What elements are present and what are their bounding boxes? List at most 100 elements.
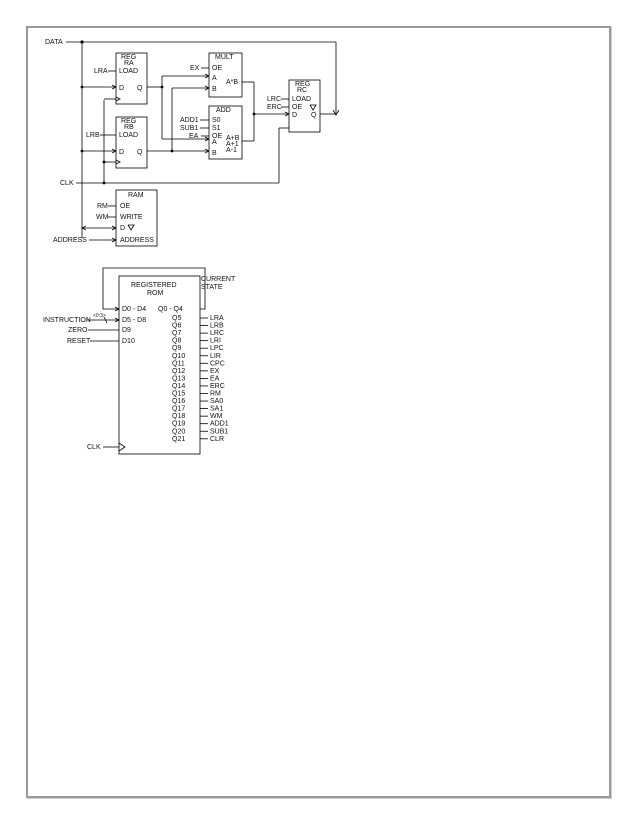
- add-out-3: A-1: [226, 147, 237, 154]
- reg-ra-q: Q: [137, 85, 143, 92]
- rom-output-pin: Q10: [172, 353, 185, 360]
- page-border: [26, 26, 611, 798]
- reset-label: RESET: [67, 338, 91, 345]
- ram-ctrl-write-label: WM: [96, 214, 109, 221]
- mult-box: [208, 52, 243, 98]
- rom-output-pin: Q20: [172, 428, 185, 435]
- rom-output-pin: Q17: [172, 406, 185, 413]
- current-state-label-2: STATE: [201, 284, 223, 291]
- rom-output-pin: Q16: [172, 398, 185, 405]
- reg-rc-oe: OE: [292, 104, 302, 111]
- ram-box: [115, 189, 158, 247]
- reg-rc-box: [288, 79, 321, 133]
- rom-output-pin: Q12: [172, 368, 185, 375]
- ram-title: RAM: [128, 192, 144, 199]
- ram-ctrl-oe-label: RM: [97, 203, 108, 210]
- rom-output-signal: EX: [210, 368, 220, 375]
- rom-output-pin: Q5: [172, 315, 181, 322]
- mult-a: A: [212, 75, 217, 82]
- rom-state-outputs: Q0 - Q4: [158, 306, 183, 313]
- rom-clk-label: CLK: [87, 444, 101, 451]
- add-title: ADD: [216, 107, 231, 114]
- current-state-label-1: CURRENT: [201, 276, 236, 283]
- reg-rb-box: [115, 116, 148, 169]
- rom-output-pin: Q11: [172, 360, 185, 367]
- rom-title-1: REGISTERED: [131, 282, 177, 289]
- reg-rb-q: Q: [137, 149, 143, 156]
- rom-output-signal: LRC: [210, 330, 224, 337]
- rom-output-signal: EA: [210, 375, 220, 382]
- rom-output-pin: Q9: [172, 345, 181, 352]
- mult-b: B: [212, 86, 217, 93]
- reg-rb-name: RB: [124, 124, 134, 131]
- address-label: ADDRESS: [53, 237, 87, 244]
- reg-ra-d: D: [119, 85, 124, 92]
- rom-title-2: ROM: [147, 290, 164, 297]
- ram-oe: OE: [120, 203, 130, 210]
- upper-datapath: DATA REG RA LOAD D Q LRA REG RB LOAD D Q…: [45, 39, 340, 247]
- reg-ra-load: LOAD: [119, 68, 138, 75]
- rom-output-pin: Q15: [172, 391, 185, 398]
- reg-ra-ctrl-label: LRA: [94, 68, 108, 75]
- add-s1: S1: [212, 125, 221, 132]
- rom-output-signal: ADD1: [210, 421, 229, 428]
- ram-address: ADDRESS: [120, 237, 154, 244]
- reg-rc-name: RC: [297, 87, 307, 94]
- mult-ctrl-label: EX: [190, 65, 200, 72]
- rom-output-signal: WM: [210, 413, 223, 420]
- rom-input-d0-d4: D0 - D4: [122, 306, 146, 313]
- reg-rb-ctrl-label: LRB: [86, 132, 100, 139]
- zero-label: ZERO: [68, 327, 88, 334]
- reg-rc-ctrl-oe-label: ERC: [267, 104, 282, 111]
- add-a: A: [212, 139, 217, 146]
- add-ctrl-s0-label: ADD1: [180, 117, 199, 124]
- reg-rb-title: REG: [121, 118, 136, 125]
- reg-rc-d: D: [292, 112, 297, 119]
- rom-input-d5-d8: D5 - D8: [122, 317, 146, 324]
- rom-output-signal: LRA: [210, 315, 224, 322]
- lower-controller: REGISTERED ROM CURRENT STATE D0 - D4 D5 …: [43, 267, 236, 455]
- reg-ra-name: RA: [124, 60, 134, 67]
- rom-output-pin: Q7: [172, 330, 181, 337]
- rom-output-pin: Q18: [172, 413, 185, 420]
- rom-output-signal: CLR: [210, 436, 224, 443]
- rom-output-pin: Q19: [172, 421, 185, 428]
- rom-output-signal: SA0: [210, 398, 223, 405]
- rom-input-d9: D9: [122, 327, 131, 334]
- reg-ra-box: [115, 52, 148, 105]
- reg-ra-title: REG: [121, 54, 136, 61]
- instruction-bus-label: <0:3>: [93, 313, 106, 319]
- add-out-2: A+1: [226, 141, 239, 148]
- data-label: DATA: [45, 39, 63, 46]
- clk-label: CLK: [60, 180, 74, 187]
- rom-input-d10: D10: [122, 338, 135, 345]
- add-b: B: [212, 150, 217, 157]
- add-oe: OE: [212, 133, 222, 140]
- rom-output-pin: Q14: [172, 383, 185, 390]
- ram-d: D: [120, 225, 125, 232]
- add-s0: S0: [212, 117, 221, 124]
- rom-output-signal: LRB: [210, 323, 224, 330]
- mult-out: A*B: [226, 79, 238, 86]
- reg-rc-load: LOAD: [292, 96, 311, 103]
- rom-output-signal: LRI: [210, 338, 221, 345]
- rom-output-signal: LPC: [210, 345, 224, 352]
- add-ctrl-oe-label: EA: [189, 133, 199, 140]
- rom-output-pin: Q13: [172, 375, 185, 382]
- rom-output-signal: RM: [210, 391, 221, 398]
- rom-output-signal: SA1: [210, 406, 223, 413]
- reg-rc-title: REG: [295, 81, 310, 88]
- mult-title: MULT: [215, 54, 234, 61]
- ram-write: WRITE: [120, 214, 143, 221]
- rom-output-pin: Q8: [172, 338, 181, 345]
- reg-rc-q: Q: [311, 112, 317, 119]
- rom-output-pin: Q21: [172, 436, 185, 443]
- add-box: [208, 105, 243, 160]
- reg-rc-ctrl-load-label: LRC: [267, 96, 281, 103]
- rom-output-signal: LIR: [210, 353, 221, 360]
- reg-rb-load: LOAD: [119, 132, 138, 139]
- rom-output-signal: CPC: [210, 360, 225, 367]
- registered-rom-box: [118, 275, 201, 455]
